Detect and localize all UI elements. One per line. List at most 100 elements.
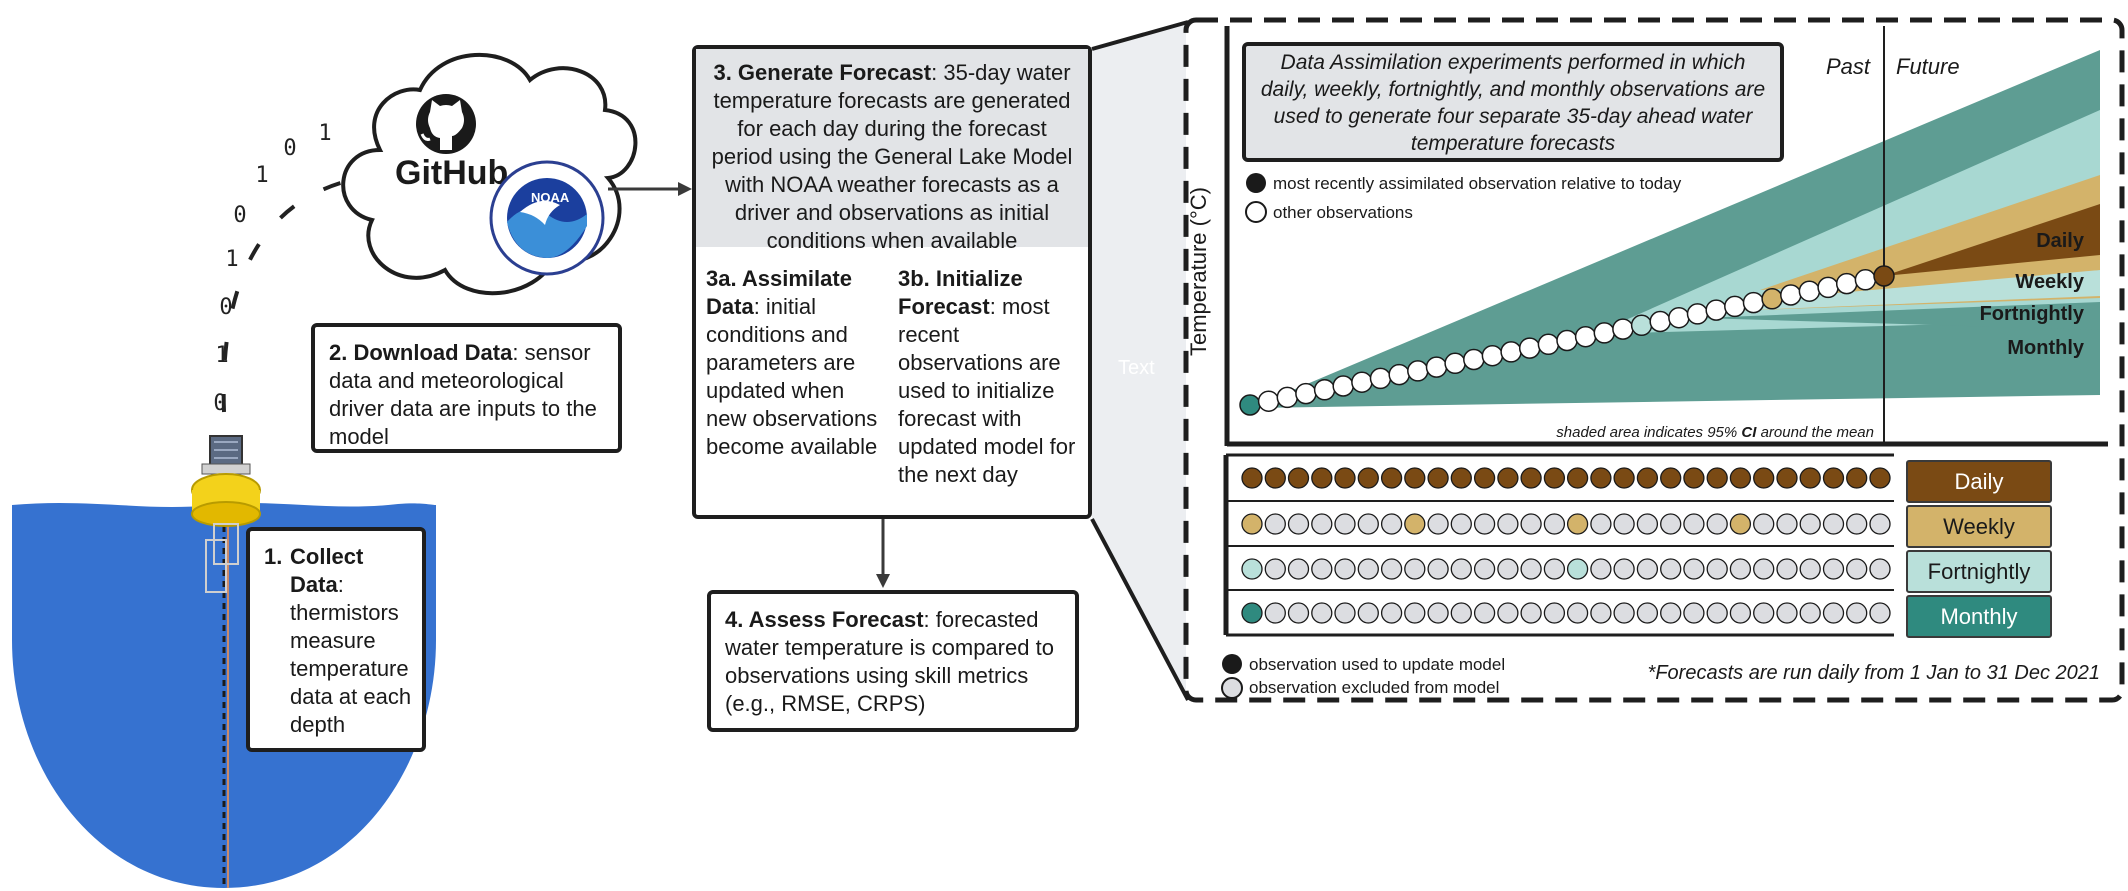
schedule-obs-excluded bbox=[1776, 513, 1798, 535]
binary-digit: 0 bbox=[213, 391, 226, 416]
buoy-icon bbox=[191, 435, 261, 593]
schedule-obs-excluded bbox=[1729, 602, 1752, 624]
schedule-obs-excluded bbox=[1706, 558, 1728, 580]
step3b-text: : most recent observations are used to i… bbox=[898, 294, 1076, 487]
schedule-obs-excluded bbox=[1380, 602, 1403, 624]
legend-used-marker bbox=[1222, 654, 1242, 674]
observation-point bbox=[1369, 367, 1392, 390]
step1-collect-data-box: 1. Collect Data: thermistors measure tem… bbox=[246, 527, 426, 752]
observation-point bbox=[1425, 356, 1448, 378]
band-label-fortnightly: Fortnightly bbox=[1980, 303, 2085, 325]
schedule-obs-excluded bbox=[1846, 513, 1868, 535]
stray-text-label: Text bbox=[1118, 357, 1155, 379]
schedule-obs-excluded bbox=[1427, 602, 1449, 624]
schedule-obs-excluded bbox=[1822, 513, 1845, 535]
step4-text: : forecasted water temperature is compar… bbox=[725, 607, 1054, 716]
schedule-label-monthly: Monthly bbox=[1906, 595, 2052, 638]
binary-digit: 1 bbox=[255, 163, 268, 188]
zoom-wedge bbox=[1092, 22, 1188, 700]
schedule-obs-excluded bbox=[1706, 513, 1728, 535]
step3b-initialize-forecast: 3b. Initialize Forecast: most recent obs… bbox=[888, 265, 1080, 489]
schedule-obs-excluded bbox=[1520, 558, 1542, 580]
observation-point bbox=[1873, 265, 1895, 287]
schedule-obs-used bbox=[1660, 467, 1682, 489]
step3b-title: 3b. Initialize Forecast bbox=[898, 266, 1023, 319]
schedule-obs-excluded bbox=[1450, 558, 1472, 580]
observation-point bbox=[1668, 306, 1690, 329]
schedule-obs-excluded bbox=[1520, 513, 1542, 535]
observation-point bbox=[1500, 341, 1522, 363]
schedule-obs-excluded bbox=[1520, 602, 1542, 624]
observation-point bbox=[1705, 299, 1727, 321]
observation-point bbox=[1612, 318, 1634, 340]
schedule-obs-excluded bbox=[1590, 513, 1612, 535]
step1-text: : thermistors measure temperature data a… bbox=[290, 572, 412, 737]
schedule-obs-excluded bbox=[1543, 513, 1566, 535]
experiment-caption: Data Assimilation experiments performed … bbox=[1242, 42, 1784, 162]
schedule-obs-used bbox=[1566, 513, 1589, 535]
observation-point bbox=[1780, 284, 1802, 306]
schedule-label-daily: Daily bbox=[1906, 460, 2052, 503]
schedule-obs-excluded bbox=[1636, 558, 1659, 580]
schedule-obs-excluded bbox=[1334, 558, 1356, 580]
binary-digit: 0 bbox=[283, 136, 296, 161]
observation-point bbox=[1481, 344, 1504, 367]
schedule-obs-excluded bbox=[1543, 602, 1566, 624]
step2-text: : sensor data and meteorological driver … bbox=[329, 340, 597, 449]
schedule-obs-excluded bbox=[1706, 602, 1728, 624]
schedule-obs-used bbox=[1380, 467, 1403, 489]
observation-point bbox=[1630, 314, 1653, 337]
schedule-obs-used bbox=[1729, 513, 1752, 535]
schedule-obs-excluded bbox=[1427, 513, 1449, 535]
schedule-obs-excluded bbox=[1753, 602, 1775, 624]
legend-other-label: other observations bbox=[1273, 203, 1413, 222]
footnote: *Forecasts are run daily from 1 Jan to 3… bbox=[1648, 662, 2100, 684]
past-label: Past bbox=[1826, 54, 1871, 79]
schedule-obs-used bbox=[1706, 467, 1728, 489]
schedule-obs-excluded bbox=[1334, 513, 1356, 535]
schedule-obs-excluded bbox=[1311, 558, 1333, 580]
observation-point bbox=[1444, 352, 1466, 375]
schedule-obs-excluded bbox=[1357, 602, 1379, 624]
schedule-obs-excluded bbox=[1636, 602, 1659, 624]
schedule-obs-excluded bbox=[1590, 602, 1612, 624]
schedule-obs-excluded bbox=[1799, 602, 1821, 624]
ci-note: shaded area indicates 95% CI around the … bbox=[1556, 424, 1874, 441]
schedule-obs-excluded bbox=[1683, 558, 1705, 580]
schedule-obs-used bbox=[1753, 467, 1775, 489]
schedule-obs-used bbox=[1241, 513, 1263, 535]
schedule-obs-excluded bbox=[1729, 558, 1752, 580]
schedule-obs-used bbox=[1869, 467, 1891, 489]
schedule-obs-used bbox=[1334, 467, 1356, 489]
schedule-obs-excluded bbox=[1636, 513, 1659, 535]
schedule-obs-excluded bbox=[1683, 602, 1705, 624]
schedule-obs-used bbox=[1241, 467, 1263, 489]
ci-band-monthly bbox=[1700, 302, 2100, 330]
schedule-obs-excluded bbox=[1869, 558, 1891, 580]
schedule-obs-used bbox=[1287, 467, 1310, 489]
step1-number: 1. bbox=[264, 544, 283, 569]
binary-digit: 1 bbox=[215, 343, 228, 368]
binary-digit: 0 bbox=[233, 203, 246, 228]
schedule-obs-used bbox=[1404, 467, 1426, 489]
schedule-obs-excluded bbox=[1357, 513, 1379, 535]
schedule-obs-excluded bbox=[1427, 558, 1449, 580]
schedule-obs-excluded bbox=[1776, 602, 1798, 624]
step1-title: Collect Data bbox=[290, 544, 364, 597]
schedule-obs-excluded bbox=[1753, 558, 1775, 580]
schedule-obs-used bbox=[1683, 467, 1705, 489]
schedule-obs-excluded bbox=[1846, 602, 1868, 624]
step3-header: 3. Generate Forecast: 35-day water tempe… bbox=[696, 49, 1088, 253]
schedule-obs-excluded bbox=[1497, 558, 1519, 580]
observation-point bbox=[1835, 272, 1858, 295]
schedule-obs-used bbox=[1566, 558, 1589, 580]
ci-band-daily bbox=[1884, 200, 2100, 276]
band-label-daily: Daily bbox=[2036, 230, 2085, 252]
observation-point bbox=[1295, 382, 1317, 405]
legend-used-label: observation used to update model bbox=[1249, 655, 1505, 674]
schedule-obs-excluded bbox=[1660, 513, 1682, 535]
noaa-icon: NOAA bbox=[489, 160, 605, 276]
schedule-obs-excluded bbox=[1566, 602, 1589, 624]
observation-point bbox=[1313, 379, 1336, 401]
observation-point bbox=[1388, 363, 1410, 386]
